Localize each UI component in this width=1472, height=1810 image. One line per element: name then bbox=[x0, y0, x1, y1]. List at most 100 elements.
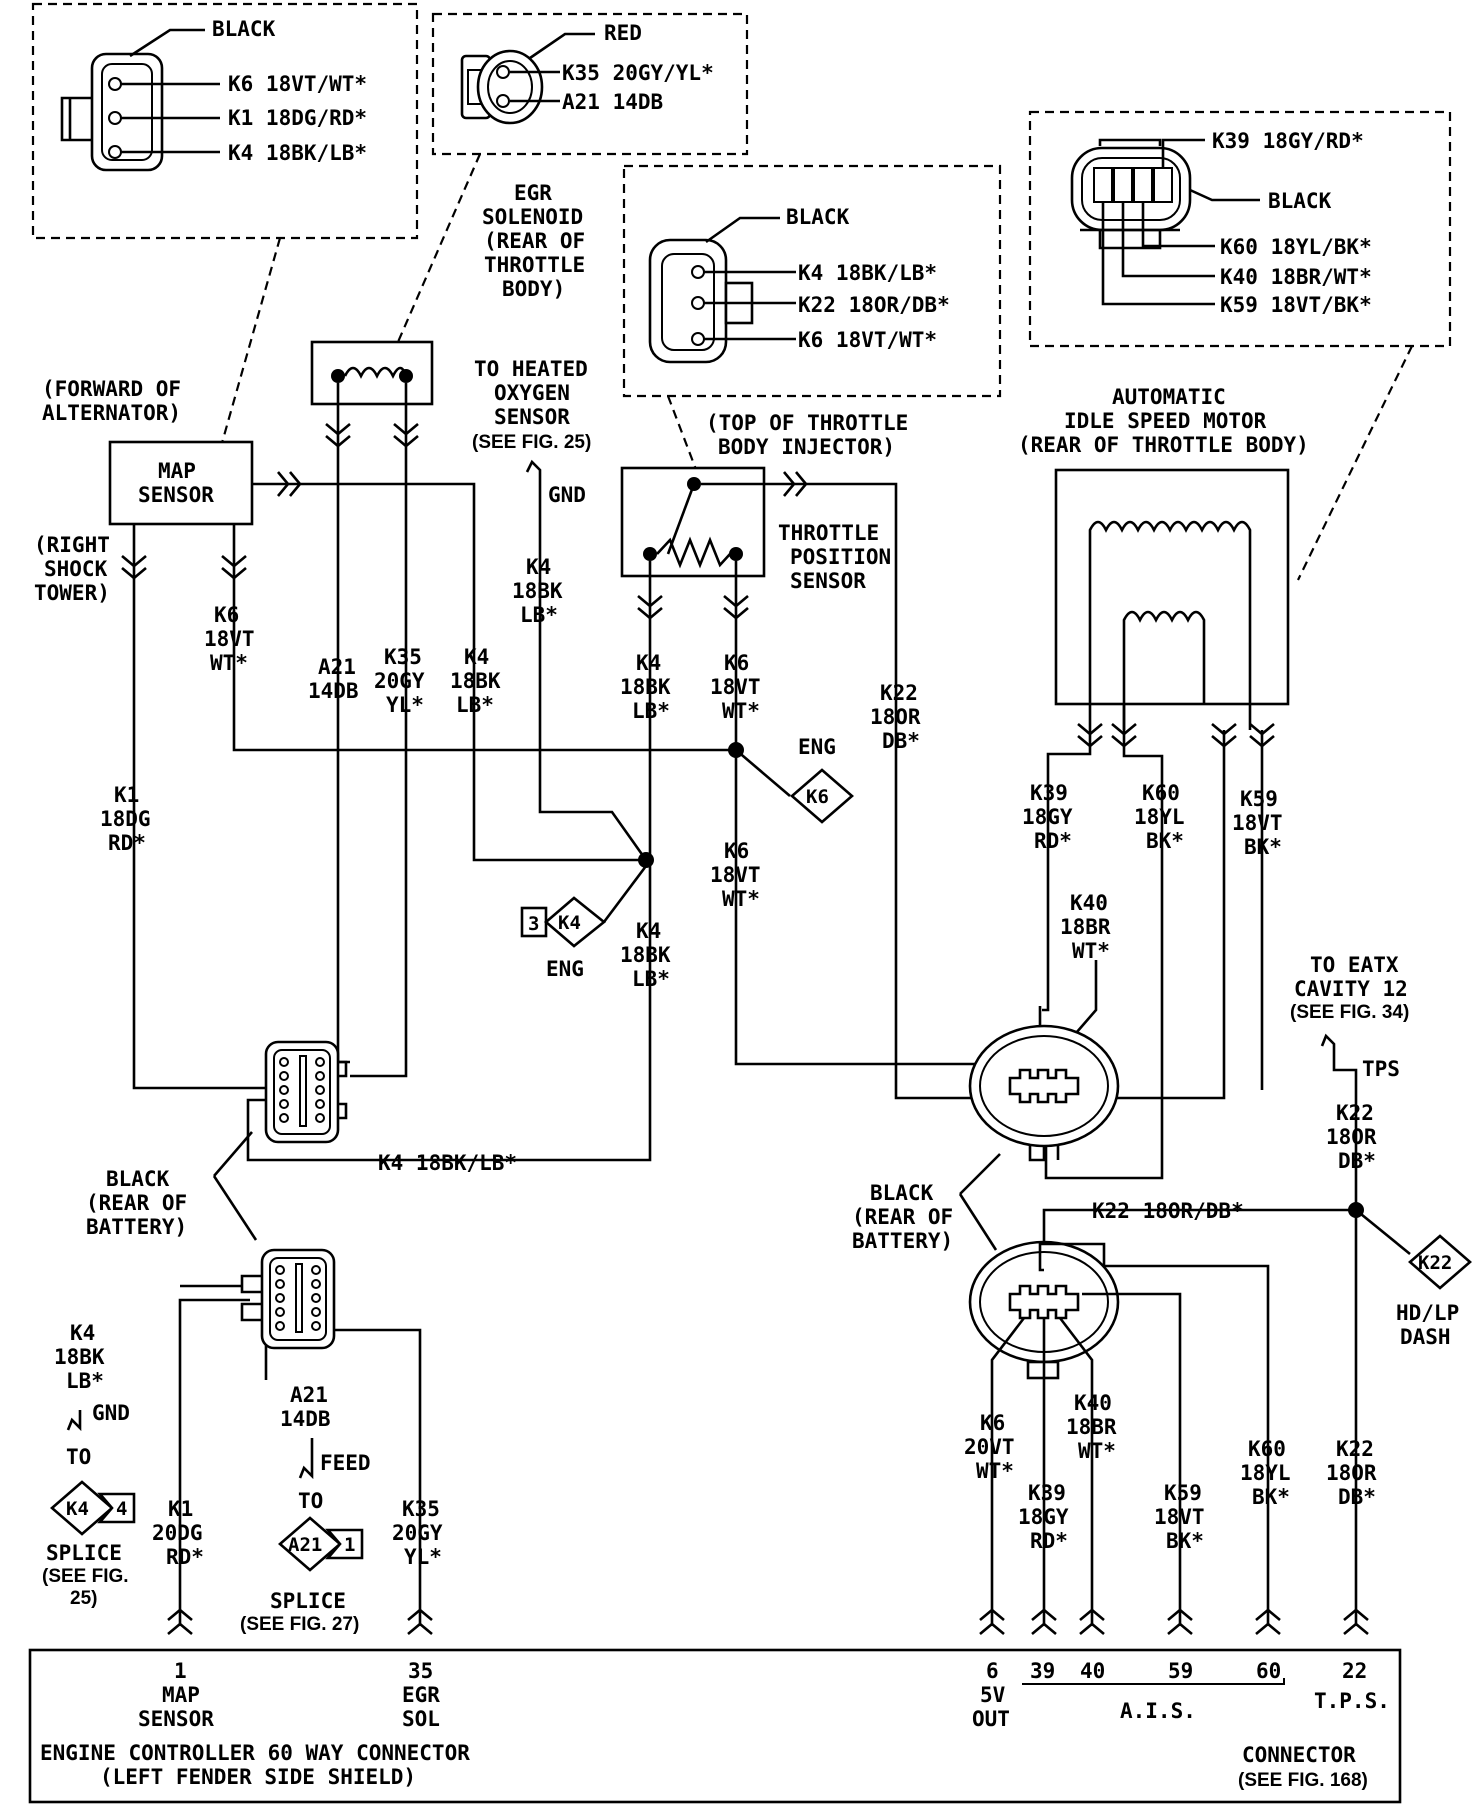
tps-label-2: POSITION bbox=[790, 545, 891, 569]
right-connector-upper bbox=[968, 1006, 1120, 1162]
k60-2: 18YL bbox=[1134, 805, 1185, 829]
hd-lp-1: HD/LP bbox=[1396, 1301, 1459, 1325]
k22-eatx-3: DB* bbox=[1338, 1149, 1376, 1173]
svg-text:1: 1 bbox=[344, 1534, 355, 1556]
svg-text:4: 4 bbox=[116, 1498, 127, 1520]
left-connector-upper bbox=[264, 1040, 348, 1144]
egr-conn-pin2: A21 14DB bbox=[562, 90, 663, 114]
k4-a-2: 18BK bbox=[450, 669, 501, 693]
k35-20gy-1: K35 bbox=[384, 645, 422, 669]
heated-o2-2: OXYGEN bbox=[494, 381, 570, 405]
ais-conn-pin2: K60 18YL/BK* bbox=[1220, 235, 1372, 259]
svg-text:3: 3 bbox=[528, 913, 539, 935]
map-location-2: ALTERNATOR) bbox=[42, 401, 181, 425]
k6-bottom-2: 20VT bbox=[964, 1435, 1015, 1459]
k6-tps-3: WT* bbox=[722, 699, 760, 723]
map-conn-pin1: K6 18VT/WT* bbox=[228, 72, 367, 96]
k1-18dg-1: K1 bbox=[114, 783, 139, 807]
k40-3: WT* bbox=[1072, 939, 1110, 963]
to1-label: TO bbox=[66, 1445, 91, 1469]
svg-text:K6: K6 bbox=[806, 786, 829, 808]
ais-motor-1: AUTOMATIC bbox=[1112, 385, 1226, 409]
pin35-l3: SOL bbox=[402, 1707, 440, 1731]
black-left-3: BATTERY) bbox=[86, 1215, 187, 1239]
tbi-location-2: BODY INJECTOR) bbox=[718, 435, 895, 459]
egr-solenoid-box bbox=[310, 340, 434, 406]
k39-3: RD* bbox=[1034, 829, 1072, 853]
k1-bottom-3: RD* bbox=[166, 1545, 204, 1569]
k4-bottom-2: 18BK bbox=[54, 1345, 105, 1369]
wire-network bbox=[132, 383, 1411, 1626]
ais-conn-pin1: K39 18GY/RD* bbox=[1212, 129, 1364, 153]
pin60: 60 bbox=[1256, 1659, 1281, 1683]
a21-14db-1: A21 bbox=[318, 655, 356, 679]
eatx-3: (SEE FIG. 34) bbox=[1290, 1002, 1409, 1023]
left-connector-lower bbox=[240, 1248, 336, 1350]
eatx-1: TO EATX bbox=[1310, 953, 1399, 977]
heated-o2-3: SENSOR bbox=[494, 405, 570, 429]
egr-label-5: BODY) bbox=[502, 277, 565, 301]
k6-map-3: WT* bbox=[210, 651, 248, 675]
eng-label: ENG bbox=[798, 735, 836, 759]
a21-bottom-1: A21 bbox=[290, 1383, 328, 1407]
ais-label: A.I.S. bbox=[1120, 1699, 1196, 1723]
k22-bottom-1: K22 bbox=[1336, 1437, 1374, 1461]
k40-bottom-3: WT* bbox=[1078, 1439, 1116, 1463]
k4-b-1: K4 bbox=[526, 555, 551, 579]
splice-a21: A21 1 bbox=[278, 1516, 364, 1572]
k22-horizontal: K22 18OR/DB* bbox=[1092, 1199, 1244, 1223]
map-connector-view: BLACK K6 18VT/WT* K1 18DG/RD* K4 18BK/LB… bbox=[31, 2, 419, 240]
splice-left-2: (SEE FIG. bbox=[42, 1566, 129, 1587]
tbi-location-1: (TOP OF THROTTLE bbox=[706, 411, 908, 435]
k6-low-1: K6 bbox=[724, 839, 749, 863]
ais-motor-2: IDLE SPEED MOTOR bbox=[1064, 409, 1267, 433]
pin40: 40 bbox=[1080, 1659, 1105, 1683]
tps-conn-pin3: K6 18VT/WT* bbox=[798, 328, 937, 352]
k6-map-1: K6 bbox=[214, 603, 239, 627]
tps-label-1: THROTTLE bbox=[778, 521, 879, 545]
splice-left-1: SPLICE bbox=[46, 1541, 122, 1565]
k40-bottom-2: 18BR bbox=[1066, 1415, 1117, 1439]
map-conn-pin2: K1 18DG/RD* bbox=[228, 106, 367, 130]
k4-tps-1: K4 bbox=[636, 651, 661, 675]
egr-connector-view: RED K35 20GY/YL* A21 14DB bbox=[431, 12, 749, 156]
k39-bottom-3: RD* bbox=[1030, 1529, 1068, 1553]
k1-18dg-2: 18DG bbox=[100, 807, 151, 831]
k35-20gy-2: 20GY bbox=[374, 669, 425, 693]
k6-low-2: 18VT bbox=[710, 863, 761, 887]
ais-conn-color: BLACK bbox=[1268, 189, 1332, 213]
k1-bottom-1: K1 bbox=[168, 1497, 193, 1521]
svg-text:K22: K22 bbox=[1418, 1252, 1452, 1274]
splice-k6: K6 bbox=[790, 768, 854, 824]
gnd-label: GND bbox=[548, 483, 586, 507]
egr-conn-color: RED bbox=[604, 21, 642, 45]
svg-text:K4: K4 bbox=[66, 1498, 89, 1520]
k59-2: 18VT bbox=[1232, 811, 1283, 835]
k4-tps-2: 18BK bbox=[620, 675, 671, 699]
k4-a-1: K4 bbox=[464, 645, 489, 669]
k22-18or-2: 18OR bbox=[870, 705, 921, 729]
heated-o2-1: TO HEATED bbox=[474, 357, 588, 381]
tps-conn-pin1: K4 18BK/LB* bbox=[798, 261, 937, 285]
k60-bottom-2: 18YL bbox=[1240, 1461, 1291, 1485]
k59-bottom-2: 18VT bbox=[1154, 1505, 1205, 1529]
k59-1: K59 bbox=[1240, 787, 1278, 811]
a21-bottom-2: 14DB bbox=[280, 1407, 331, 1431]
ais-connector-view: K39 18GY/RD* BLACK K60 18YL/BK* K40 18BR… bbox=[1028, 110, 1452, 348]
pin22-num: 22 bbox=[1342, 1659, 1367, 1683]
k59-bottom-3: BK* bbox=[1166, 1529, 1204, 1553]
right-shock-2: SHOCK bbox=[44, 557, 108, 581]
connector-2: (SEE FIG. 168) bbox=[1238, 1770, 1368, 1791]
map-conn-color: BLACK bbox=[212, 17, 276, 41]
eng2-label: ENG bbox=[546, 957, 584, 981]
k6-tps-1: K6 bbox=[724, 651, 749, 675]
k1-18dg-3: RD* bbox=[108, 831, 146, 855]
map-sensor-label-1: MAP bbox=[158, 459, 196, 483]
k60-1: K60 bbox=[1142, 781, 1180, 805]
k4-bottom-1: K4 bbox=[70, 1321, 95, 1345]
eatx-2: CAVITY 12 bbox=[1294, 977, 1408, 1001]
pin6-num: 6 bbox=[986, 1659, 999, 1683]
hd-lp-2: DASH bbox=[1400, 1325, 1451, 1349]
splice-k4-left: K4 4 bbox=[50, 1480, 136, 1536]
gnd2-label: GND bbox=[92, 1401, 130, 1425]
